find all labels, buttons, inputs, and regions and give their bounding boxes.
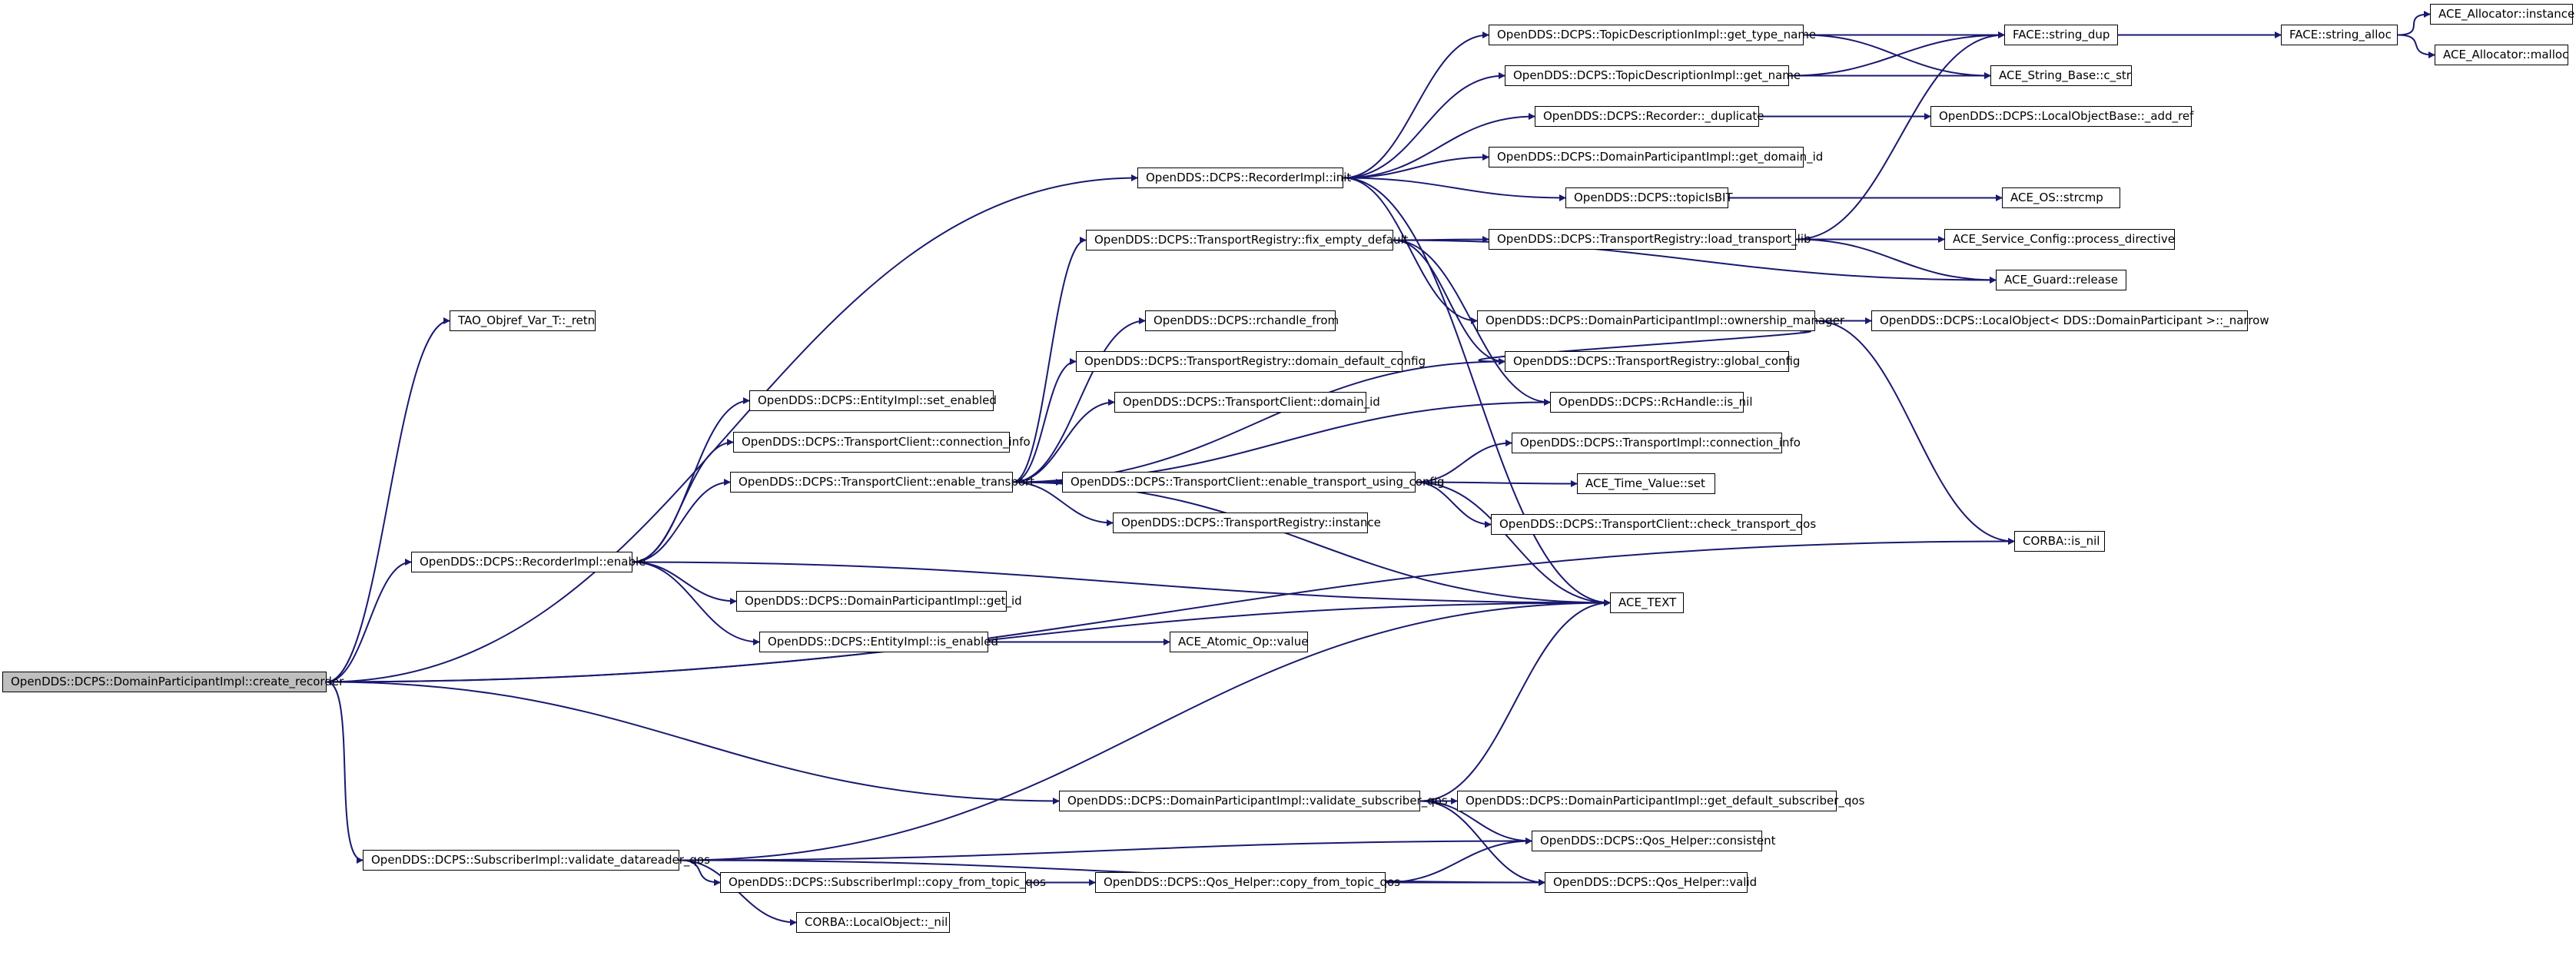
- node-ace-atomic-op-value[interactable]: ACE_Atomic_Op::value: [1170, 632, 1308, 652]
- node-rchandle-from[interactable]: OpenDDS::DCPS::rchandle_from: [1145, 310, 1339, 331]
- node-ownership-manager[interactable]: OpenDDS::DCPS::DomainParticipantImpl::ow…: [1477, 310, 1844, 331]
- call-edge: [326, 559, 412, 683]
- node-transportregistry-instance[interactable]: OpenDDS::DCPS::TransportRegistry::instan…: [1113, 513, 1381, 533]
- node-face-string-dup[interactable]: FACE::string_dup: [2004, 25, 2118, 45]
- call-edge: [1012, 358, 1077, 483]
- call-edge: [1788, 32, 2005, 77]
- call-edge: [1343, 113, 1535, 179]
- node-recorderimpl-enable[interactable]: OpenDDS::DCPS::RecorderImpl::enable: [411, 552, 646, 572]
- call-edge: [1343, 177, 1611, 606]
- call-edge: [1795, 32, 2005, 241]
- node-get-domain-id[interactable]: OpenDDS::DCPS::DomainParticipantImpl::ge…: [1489, 147, 1823, 168]
- call-edge: [1393, 239, 1551, 406]
- node-load-transport-lib[interactable]: OpenDDS::DCPS::TransportRegistry::load_t…: [1489, 229, 1811, 250]
- call-edge: [2397, 11, 2431, 36]
- node-qos-helper-consistent[interactable]: OpenDDS::DCPS::Qos_Helper::consistent: [1532, 831, 1775, 851]
- call-edge: [1419, 800, 1532, 844]
- node-ace-allocator-instance[interactable]: ACE_Allocator::instance: [2430, 4, 2574, 25]
- node-qos-helper-valid[interactable]: OpenDDS::DCPS::Qos_Helper::valid: [1545, 872, 1757, 893]
- call-edge: [632, 479, 731, 563]
- call-edge: [326, 681, 363, 864]
- node-ace-text[interactable]: ACE_TEXT: [1610, 592, 1684, 613]
- node-localobjectbase-add-ref[interactable]: OpenDDS::DCPS::LocalObjectBase::_add_ref: [1930, 106, 2193, 127]
- node-enable-transport-using-config[interactable]: OpenDDS::DCPS::TransportClient::enable_t…: [1062, 472, 1444, 493]
- call-edge: [2397, 34, 2435, 58]
- call-edge: [1012, 481, 1114, 526]
- node-topicdescription-get-name[interactable]: OpenDDS::DCPS::TopicDescriptionImpl::get…: [1505, 65, 1801, 86]
- node-global-config[interactable]: OpenDDS::DCPS::TransportRegistry::global…: [1505, 351, 1800, 372]
- node-entityimpl-is-enabled[interactable]: OpenDDS::DCPS::EntityImpl::is_enabled: [759, 632, 998, 652]
- call-edge: [1415, 481, 1492, 528]
- call-edge: [679, 859, 1545, 886]
- node-topic-is-bit[interactable]: OpenDDS::DCPS::topicIsBIT: [1565, 187, 1733, 208]
- call-edge: [1419, 599, 1611, 802]
- node-ace-os-strcmp[interactable]: ACE_OS::strcmp: [2002, 187, 2120, 208]
- node-ace-allocator-malloc[interactable]: ACE_Allocator::malloc: [2435, 45, 2568, 65]
- node-fix-empty-default[interactable]: OpenDDS::DCPS::TransportRegistry::fix_em…: [1086, 230, 1409, 250]
- call-edge: [1415, 479, 1578, 487]
- call-edge: [326, 174, 1138, 683]
- node-transportclient-connection-info[interactable]: OpenDDS::DCPS::TransportClient::connecti…: [733, 432, 1031, 453]
- call-edge: [632, 561, 1611, 606]
- call-edge: [1012, 399, 1115, 483]
- node-get-default-subscriber-qos[interactable]: OpenDDS::DCPS::DomainParticipantImpl::ge…: [1457, 791, 1864, 811]
- node-qos-helper-copy-from-topic-qos[interactable]: OpenDDS::DCPS::Qos_Helper::copy_from_top…: [1095, 872, 1400, 893]
- node-recorder-duplicate[interactable]: OpenDDS::DCPS::Recorder::_duplicate: [1535, 106, 1764, 127]
- node-recorderimpl-init[interactable]: OpenDDS::DCPS::RecorderImpl::init: [1137, 168, 1351, 188]
- call-edge: [1795, 238, 1997, 284]
- node-corba-is-nil[interactable]: CORBA::is_nil: [2014, 531, 2105, 552]
- call-edge: [1385, 838, 1532, 884]
- node-ace-guard-release[interactable]: ACE_Guard::release: [1996, 270, 2126, 290]
- call-edge: [1415, 481, 1611, 606]
- call-edge: [1814, 320, 2015, 545]
- call-edge: [1343, 154, 1489, 179]
- node-subscriberimpl-copy-from-topic-qos[interactable]: OpenDDS::DCPS::SubscriberImpl::copy_from…: [720, 872, 1046, 893]
- node-enable-transport[interactable]: OpenDDS::DCPS::TransportClient::enable_t…: [730, 472, 1034, 493]
- node-transportimpl-connection-info[interactable]: OpenDDS::DCPS::TransportImpl::connection…: [1512, 433, 1801, 453]
- node-transportclient-domain-id[interactable]: OpenDDS::DCPS::TransportClient::domain_i…: [1114, 392, 1380, 413]
- call-edge: [326, 317, 450, 683]
- node-ace-string-base-c-str[interactable]: ACE_String_Base::c_str: [1990, 65, 2132, 86]
- call-edge: [1343, 32, 1489, 179]
- node-ace-time-value-set[interactable]: ACE_Time_Value::set: [1577, 473, 1715, 494]
- call-edge: [1343, 72, 1505, 179]
- call-edge: [679, 838, 1532, 861]
- node-entityimpl-set-enabled[interactable]: OpenDDS::DCPS::EntityImpl::set_enabled: [749, 390, 997, 411]
- call-edge: [679, 599, 1611, 861]
- call-edge: [1012, 399, 1551, 483]
- node-face-string-alloc[interactable]: FACE::string_alloc: [2281, 25, 2398, 45]
- call-edge: [1415, 440, 1512, 483]
- call-edge: [632, 439, 734, 563]
- call-edge: [1419, 800, 1545, 886]
- node-check-transport-qos[interactable]: OpenDDS::DCPS::TransportClient::check_tr…: [1491, 514, 1816, 535]
- node-rchandle-is-nil[interactable]: OpenDDS::DCPS::RcHandle::is_nil: [1550, 392, 1753, 413]
- call-edge: [1012, 358, 1505, 483]
- node-dpimpl-get-id[interactable]: OpenDDS::DCPS::DomainParticipantImpl::ge…: [736, 591, 1022, 612]
- call-edge: [1012, 237, 1087, 483]
- call-edge: [1393, 239, 1505, 365]
- call-edge: [1012, 481, 1611, 606]
- call-edge: [1012, 317, 1146, 483]
- node-corba-localobject-nil[interactable]: CORBA::LocalObject::_nil: [796, 912, 950, 933]
- node-subscriberimpl-validate-datareader-qos[interactable]: OpenDDS::DCPS::SubscriberImpl::validate_…: [363, 850, 710, 871]
- call-edge: [326, 538, 2015, 683]
- call-edge: [1478, 330, 1811, 365]
- call-edge: [632, 561, 760, 645]
- node-create-recorder[interactable]: OpenDDS::DCPS::DomainParticipantImpl::cr…: [2, 672, 344, 692]
- node-topicdescription-get-type-name[interactable]: OpenDDS::DCPS::TopicDescriptionImpl::get…: [1489, 25, 1816, 45]
- node-ace-service-config-process-directive[interactable]: ACE_Service_Config::process_directive: [1944, 229, 2175, 250]
- call-edge: [326, 681, 1060, 804]
- call-edges: [326, 11, 2435, 926]
- node-domain-default-config[interactable]: OpenDDS::DCPS::TransportRegistry::domain…: [1076, 351, 1426, 372]
- call-edge: [632, 561, 737, 605]
- call-edge: [1343, 177, 1566, 201]
- node-tao-objref-var-retn[interactable]: TAO_Objref_Var_T::_retn: [450, 310, 596, 331]
- node-validate-subscriber-qos[interactable]: OpenDDS::DCPS::DomainParticipantImpl::va…: [1059, 791, 1448, 811]
- node-localobject-narrow[interactable]: OpenDDS::DCPS::LocalObject< DDS::DomainP…: [1871, 310, 2269, 331]
